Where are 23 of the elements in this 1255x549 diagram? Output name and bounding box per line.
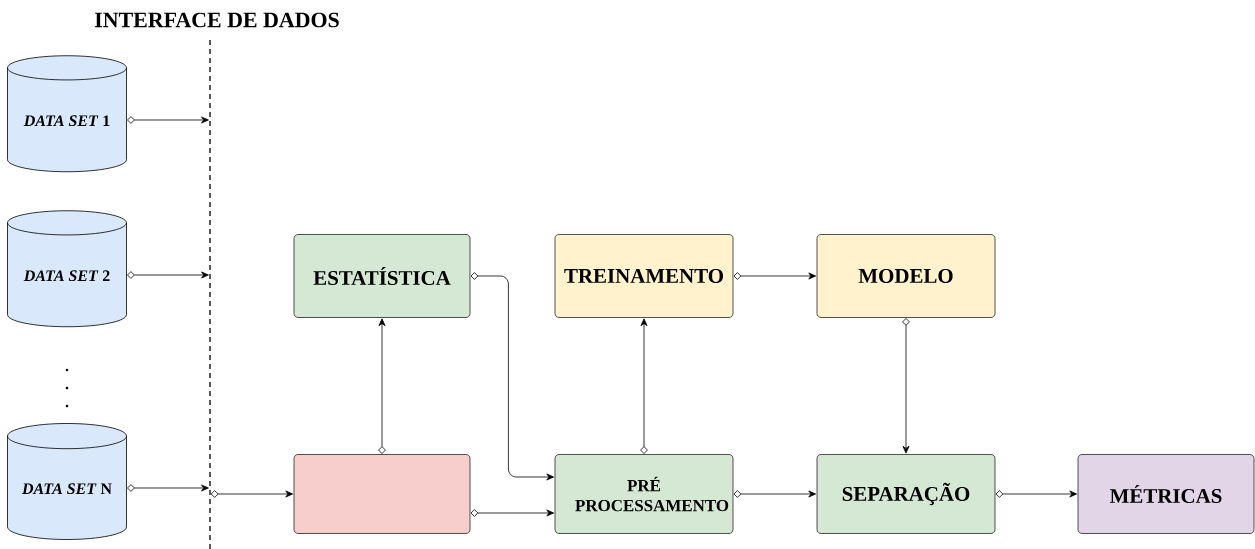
arrow	[995, 490, 1077, 498]
arrow	[127, 116, 209, 124]
database-cylinder: DATA SET 2	[7, 210, 127, 328]
arrow	[127, 484, 209, 492]
process-box: PRÉ PROCESSAMENTO	[554, 454, 734, 534]
arrow	[733, 490, 816, 498]
process-box	[293, 454, 471, 534]
database-cylinder: DATA SET N	[7, 423, 127, 540]
process-box: MÉTRICAS	[1077, 454, 1255, 534]
arrow	[127, 271, 209, 279]
process-box: ESTATÍSTICA	[293, 234, 471, 318]
process-box: SEPARAÇÃO	[816, 454, 996, 534]
arrow	[470, 272, 555, 481]
arrow	[378, 318, 386, 454]
arrow	[210, 490, 294, 498]
arrow	[733, 272, 816, 280]
heading: INTERFACE DE DADOS	[94, 12, 339, 28]
arrow	[640, 318, 648, 454]
process-box: TREINAMENTO	[554, 234, 734, 318]
arrow	[470, 509, 555, 517]
process-box: MODELO	[816, 234, 996, 318]
database-cylinder: DATA SET 1	[7, 55, 127, 173]
arrow	[902, 318, 910, 454]
